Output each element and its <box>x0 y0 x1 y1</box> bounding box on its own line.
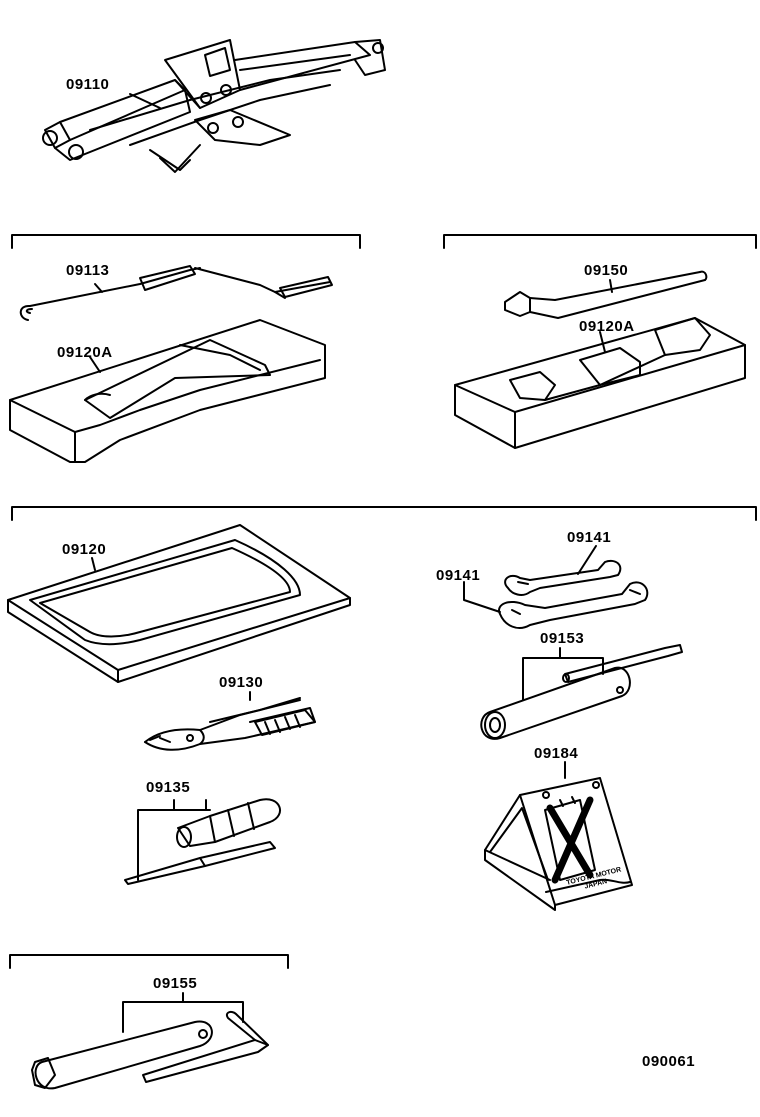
wheel-wrench-icon <box>504 270 708 319</box>
wrench-icon <box>504 559 622 596</box>
plug-wrench-icon <box>31 1020 213 1090</box>
extension-bar-icon <box>562 644 683 683</box>
part-label-09130: 09130 <box>219 674 264 691</box>
plug-wrench-icon <box>142 1010 269 1083</box>
wheel-chock-icon <box>484 777 633 911</box>
screwdriver-icon <box>124 798 282 885</box>
tool-tray-icon <box>454 317 746 449</box>
jack-handle-icon <box>19 265 333 321</box>
tool-bag-icon <box>7 524 351 683</box>
part-label-09120: 09120 <box>62 541 107 558</box>
wrench-icon <box>498 581 649 629</box>
part-label-09155: 09155 <box>153 975 198 992</box>
illustration-reference-number: 090061 <box>642 1053 696 1070</box>
part-label-09113: 09113 <box>66 262 110 279</box>
pliers-icon <box>144 697 316 751</box>
part-label-09120a-right: 09120A <box>579 318 635 335</box>
part-label-09110: 09110 <box>66 76 110 93</box>
extension-bar-icon <box>480 666 631 740</box>
part-label-09150: 09150 <box>584 262 629 279</box>
jack-icon <box>42 39 386 173</box>
part-label-09141-left: 09141 <box>436 567 481 584</box>
tool-tray-icon <box>9 319 326 463</box>
part-label-09184: 09184 <box>534 745 579 762</box>
part-label-09141-top: 09141 <box>567 529 612 546</box>
part-label-09153: 09153 <box>540 630 585 647</box>
part-label-09135: 09135 <box>146 779 191 796</box>
part-label-09120a-left: 09120A <box>57 344 113 361</box>
